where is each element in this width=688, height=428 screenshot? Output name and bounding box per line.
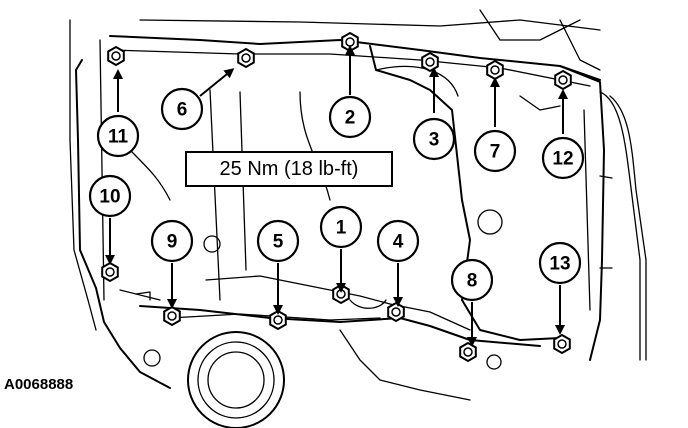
- callout-4: 4: [376, 219, 420, 263]
- callout-number: 11: [108, 127, 129, 148]
- arrow-up-right-icon: [199, 68, 235, 97]
- callout-2: 2: [328, 95, 372, 139]
- callout-3: 3: [412, 117, 456, 161]
- torque-spec-label: 25 Nm (18 lb-ft): [185, 151, 393, 187]
- callout-circle: [160, 87, 204, 131]
- callout-number: 7: [490, 142, 501, 163]
- callout-circle: [538, 241, 582, 285]
- callout-circle: [150, 219, 194, 263]
- callout-number: 3: [429, 130, 440, 151]
- callout-circle: [256, 219, 300, 263]
- callout-number: 8: [467, 271, 478, 292]
- callout-8: 8: [450, 258, 494, 302]
- bolt-6: [237, 47, 255, 69]
- callout-number: 13: [549, 254, 570, 275]
- callout-circle: [96, 114, 140, 158]
- bolt-5: [269, 309, 287, 331]
- callout-circle: [541, 136, 585, 180]
- callout-number: 9: [167, 232, 178, 253]
- callout-circle: [376, 219, 420, 263]
- callout-number: 2: [345, 108, 356, 129]
- callout-number: 4: [393, 232, 404, 253]
- callout-6: 6: [160, 87, 204, 131]
- callout-circle: [473, 129, 517, 173]
- callout-arrows: [105, 45, 568, 347]
- bolt-8: [459, 341, 477, 363]
- bolt-12: [554, 69, 572, 91]
- callout-circle: [450, 258, 494, 302]
- callout-number: 12: [552, 149, 573, 170]
- torque-spec-box: [185, 151, 393, 187]
- bolt-10: [101, 261, 119, 283]
- callout-circle: [328, 95, 372, 139]
- bolt-7: [486, 59, 504, 81]
- bolt-11: [107, 45, 125, 67]
- callout-7: 7: [473, 129, 517, 173]
- figure-reference: A0068888: [4, 376, 73, 393]
- bolt-4: [387, 301, 405, 323]
- callout-number: 5: [273, 232, 284, 253]
- callout-13: 13: [538, 241, 582, 285]
- callout-1: 1: [319, 205, 363, 249]
- callout-5: 5: [256, 219, 300, 263]
- torque-spec-text: 25 Nm (18 lb-ft): [220, 158, 359, 180]
- callout-11: 11: [96, 114, 140, 158]
- bolt-13: [553, 333, 571, 355]
- callout-9: 9: [150, 219, 194, 263]
- callout-10: 10: [88, 174, 132, 218]
- callout-circle: [88, 174, 132, 218]
- callout-number: 10: [99, 187, 120, 208]
- callout-circle: [412, 117, 456, 161]
- callout-number: 6: [177, 100, 188, 121]
- callout-number: 1: [336, 218, 347, 239]
- bolt-3: [421, 51, 439, 73]
- bolt-heads: [101, 31, 572, 363]
- bolt-9: [163, 305, 181, 327]
- callout-12: 12: [541, 136, 585, 180]
- callout-circle: [319, 205, 363, 249]
